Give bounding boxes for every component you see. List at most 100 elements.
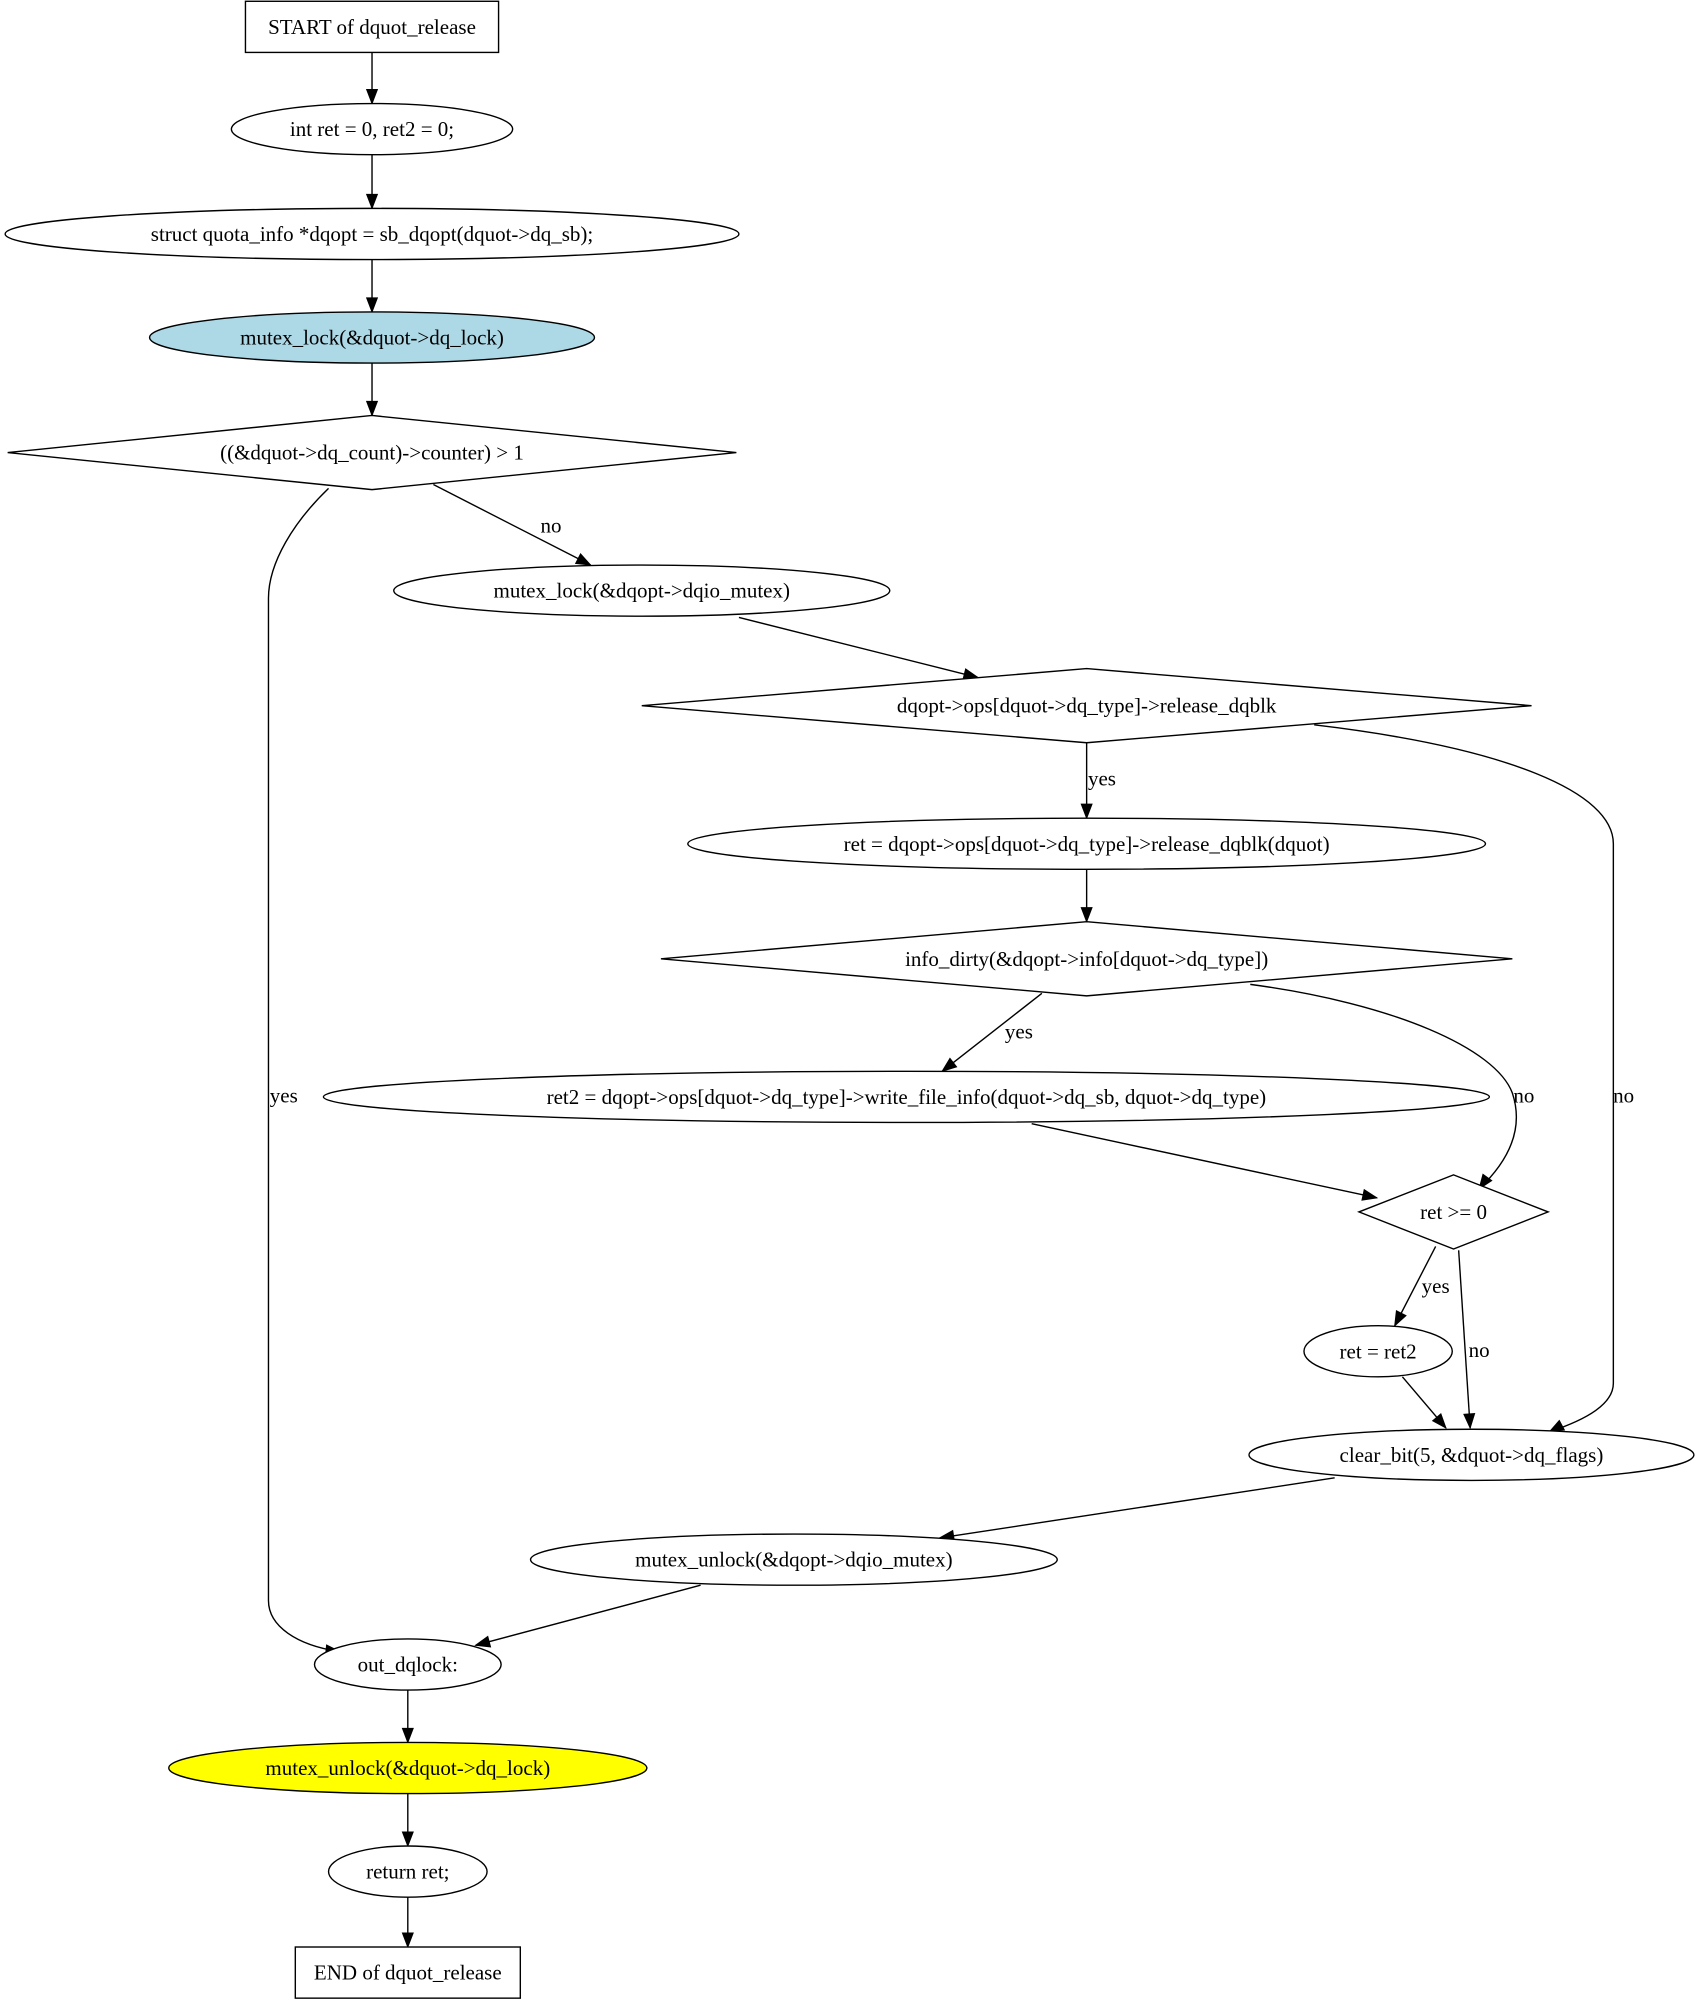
diamond-shape <box>7 414 737 491</box>
edge-line <box>941 992 1043 1072</box>
node-return-ret: return ret; <box>327 1845 488 1898</box>
ellipse-shape <box>529 1533 1058 1586</box>
node-cond-ret: ret >= 0 <box>1357 1174 1551 1250</box>
edge-assign_ret-to-clear_bit <box>1401 1376 1447 1430</box>
arrowhead <box>1478 1173 1493 1191</box>
arrowhead <box>365 193 379 210</box>
node-label: ((&dquot->dq_count)->counter) > 1 <box>220 441 524 465</box>
edge-lock_dqio-to-cond_release <box>738 616 980 680</box>
edge-unlock_dq-to-return_ret <box>401 1793 414 1848</box>
arrowhead <box>365 400 379 417</box>
node-label: ret = dqopt->ops[dquot->dq_type]->releas… <box>844 832 1330 856</box>
arrowhead <box>401 1932 414 1949</box>
arrowhead <box>1080 907 1093 924</box>
edge-line <box>1457 1250 1471 1429</box>
edge-out_label-to-unlock_dq <box>401 1690 414 1744</box>
arrowhead <box>365 88 379 105</box>
node-lock-dq: mutex_lock(&dquot->dq_lock) <box>148 311 596 364</box>
arrowhead <box>941 1057 958 1073</box>
ellipse-shape <box>1303 1325 1453 1378</box>
node-label: out_dqlock: <box>358 1652 458 1676</box>
node-start: START of dquot_release <box>244 0 500 54</box>
node-lock-dqio: mutex_lock(&dqopt->dqio_mutex) <box>393 564 891 617</box>
arrowhead <box>401 1831 414 1848</box>
edge-label-yes: yes <box>270 1084 298 1108</box>
diamond-shape <box>660 921 1513 997</box>
edge-line <box>738 616 979 679</box>
edge-label-yes: yes <box>1088 767 1116 791</box>
edge-unlock_dqio-to-out_label <box>474 1584 701 1648</box>
ellipse-shape <box>148 311 596 364</box>
arrowhead <box>365 297 379 314</box>
node-label: int ret = 0, ret2 = 0; <box>290 117 454 141</box>
node-label: START of dquot_release <box>268 15 476 39</box>
node-cond-dirty: info_dirty(&dqopt->info[dquot->dq_type]) <box>660 921 1513 997</box>
node-label: ret = ret2 <box>1340 1339 1417 1363</box>
node-label: return ret; <box>366 1860 449 1884</box>
edge-curve <box>1250 983 1518 1190</box>
edge-line <box>433 483 591 566</box>
node-unlock-dq: mutex_unlock(&dquot->dq_lock) <box>168 1741 648 1795</box>
edge-cond_count-to-lock_dqio <box>433 483 592 566</box>
edge-label-no: no <box>1513 1084 1534 1108</box>
edge-lock_dq-to-cond_count <box>365 363 379 417</box>
ellipse-shape <box>168 1741 648 1795</box>
arrowhead <box>1080 803 1093 820</box>
edge-label-yes: yes <box>1005 1020 1033 1044</box>
edge-cond_ret-to-clear_bit <box>1457 1250 1476 1430</box>
edge-init_dqopt-to-lock_dq <box>365 259 379 314</box>
diamond-shape <box>1357 1174 1551 1250</box>
ellipse-shape <box>327 1845 488 1898</box>
edge-cond_release-to-call_release <box>1080 742 1093 820</box>
node-label: mutex_unlock(&dquot->dq_lock) <box>265 1756 550 1780</box>
edge-label-no: no <box>540 513 561 537</box>
ellipse-shape <box>687 817 1487 871</box>
edge-line <box>475 1584 701 1646</box>
box-shape <box>294 1946 522 1999</box>
node-init-dqopt: struct quota_info *dqopt = sb_dqopt(dquo… <box>4 207 740 261</box>
edge-label-no: no <box>1613 1084 1634 1108</box>
node-label: dqopt->ops[dquot->dq_type]->release_dqbl… <box>897 694 1277 718</box>
edge-cond_count-to-out_label <box>267 487 342 1657</box>
node-label: struct quota_info *dqopt = sb_dqopt(dquo… <box>151 222 594 246</box>
edge-line <box>1031 1123 1377 1199</box>
edge-cond_dirty-to-cond_ret <box>1250 983 1518 1191</box>
arrowhead <box>1394 1309 1407 1327</box>
arrowhead <box>1361 1188 1379 1201</box>
arrowhead <box>1463 1413 1476 1430</box>
node-label: clear_bit(5, &dquot->dq_flags) <box>1340 1443 1604 1467</box>
edge-return_ret-to-end <box>401 1897 414 1949</box>
arrowhead <box>401 1727 414 1744</box>
node-clear-bit: clear_bit(5, &dquot->dq_flags) <box>1248 1428 1695 1482</box>
edge-init_ret-to-init_dqopt <box>365 154 379 210</box>
ellipse-shape <box>4 207 740 261</box>
arrowhead <box>474 1635 492 1648</box>
edge-curve <box>267 487 341 1653</box>
edge-cond_ret-to-assign_ret <box>1394 1246 1437 1327</box>
node-out-label: out_dqlock: <box>313 1638 502 1691</box>
edge-start-to-init_ret <box>365 52 379 105</box>
node-label: info_dirty(&dqopt->info[dquot->dq_type]) <box>905 947 1268 971</box>
edge-line <box>939 1477 1335 1539</box>
node-init-ret: int ret = 0, ret2 = 0; <box>230 102 514 156</box>
node-cond-release: dqopt->ops[dquot->dq_type]->release_dqbl… <box>641 667 1532 744</box>
arrowhead <box>1431 1412 1447 1430</box>
edge-call_write-to-cond_ret <box>1031 1123 1379 1201</box>
node-label: ret >= 0 <box>1420 1200 1487 1224</box>
edge-label-no: no <box>1469 1338 1490 1362</box>
node-label: mutex_lock(&dqopt->dqio_mutex) <box>494 579 790 603</box>
edge-curve <box>1314 724 1615 1433</box>
edge-call_release-to-cond_dirty <box>1080 869 1093 924</box>
ellipse-shape <box>1248 1428 1695 1482</box>
arrowhead <box>574 552 592 566</box>
arrowhead <box>1548 1419 1566 1433</box>
node-label: END of dquot_release <box>314 1961 502 1985</box>
diamond-shape <box>641 667 1532 744</box>
ellipse-shape <box>230 102 514 156</box>
edge-line <box>1394 1246 1437 1327</box>
edge-label-yes: yes <box>1422 1274 1450 1298</box>
node-unlock-dqio: mutex_unlock(&dqopt->dqio_mutex) <box>529 1533 1058 1586</box>
ellipse-shape <box>393 564 891 617</box>
node-label: ret2 = dqopt->ops[dquot->dq_type]->write… <box>547 1085 1267 1109</box>
